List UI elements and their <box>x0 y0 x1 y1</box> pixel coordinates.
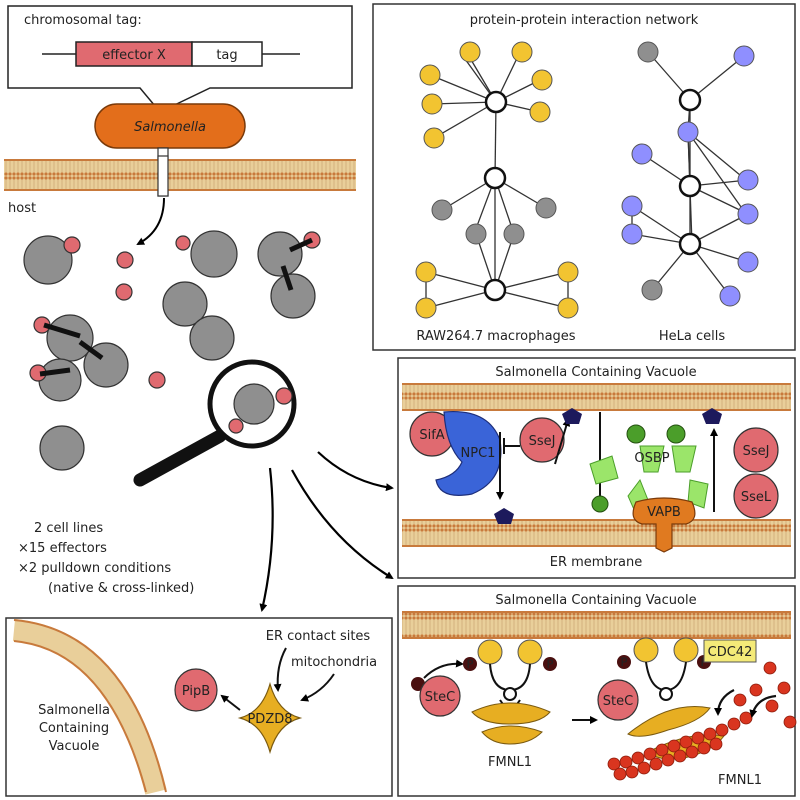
er-membrane-label: ER membrane <box>550 555 643 570</box>
svg-text:FMNL1: FMNL1 <box>718 773 762 788</box>
network-title: protein-protein interaction network <box>470 13 699 28</box>
svg-text:×15 effectors: ×15 effectors <box>18 541 107 556</box>
svg-text:P: P <box>621 655 628 669</box>
npc1-protein <box>435 410 502 496</box>
effector-label: effector X <box>102 48 166 63</box>
svg-text:VAPB: VAPB <box>647 505 681 520</box>
magnifier-icon <box>133 359 297 487</box>
secretion-arrow <box>136 197 165 245</box>
salmonella-bacterium <box>94 103 246 149</box>
arrow-to-stec <box>291 469 394 580</box>
network-panel: protein-protein interaction network <box>372 3 796 351</box>
arrow-to-pipb <box>259 467 274 612</box>
network-right-label: HeLa cells <box>659 329 725 344</box>
svg-text:SteC: SteC <box>603 694 633 709</box>
tag-title: chromosomal tag: <box>24 13 142 28</box>
scv-bottom-title: Salmonella Containing Vacuole <box>495 593 696 608</box>
svg-text:SseJ: SseJ <box>529 434 556 449</box>
arrow-to-ssej <box>317 451 394 492</box>
svg-text:PipB: PipB <box>182 684 210 699</box>
vapb-protein <box>632 497 696 553</box>
tag-label: tag <box>216 48 237 63</box>
osbp-label: OSBP <box>634 451 669 466</box>
svg-text:Vacuole: Vacuole <box>49 739 100 754</box>
svg-text:SifA: SifA <box>419 428 444 443</box>
scv-top-title: Salmonella Containing Vacuole <box>495 365 696 380</box>
er-contact-label: ER contact sites <box>266 629 371 644</box>
svg-text:P: P <box>547 657 554 671</box>
svg-text:PDZD8: PDZD8 <box>247 712 292 727</box>
tag-panel: chromosomal tag: effector X tag Salmonel… <box>4 5 356 245</box>
svg-text:(native & cross-linked): (native & cross-linked) <box>48 581 194 596</box>
svg-text:FMNL1: FMNL1 <box>488 755 532 770</box>
svg-text:Containing: Containing <box>39 721 109 736</box>
vacuole-membrane <box>12 619 167 795</box>
experiment-summary: 2 cell lines ×15 effectors ×2 pulldown c… <box>18 521 194 596</box>
svg-text:Salmonella: Salmonella <box>38 703 110 718</box>
pdzd8-protein <box>237 681 303 755</box>
cdc42-box <box>703 639 757 663</box>
pipb-panel: Salmonella Containing Vacuole ER contact… <box>5 617 393 797</box>
scv-er-panel: Salmonella Containing Vacuole ER membran… <box>397 357 796 579</box>
stec-panel: Salmonella Containing Vacuole P P SteC F… <box>397 585 797 797</box>
tag-box <box>191 41 263 67</box>
svg-text:×2 pulldown conditions: ×2 pulldown conditions <box>18 561 171 576</box>
host-membrane <box>4 160 356 190</box>
salmonella-label: Salmonella <box>134 120 206 135</box>
svg-text:2 cell lines: 2 cell lines <box>34 521 103 536</box>
host-label: host <box>8 201 36 216</box>
svg-text:SseL: SseL <box>741 490 772 505</box>
fmnl1-left-protein <box>471 702 551 745</box>
mito-label: mitochondria <box>291 655 377 670</box>
pulldown-complexes <box>23 230 321 471</box>
svg-text:SseJ: SseJ <box>743 444 770 459</box>
svg-text:NPC1: NPC1 <box>461 446 496 461</box>
network-left-label: RAW264.7 macrophages <box>416 329 575 344</box>
effector-box <box>75 41 193 67</box>
svg-text:CDC42: CDC42 <box>708 645 753 660</box>
svg-text:P: P <box>467 657 474 671</box>
svg-text:SteC: SteC <box>425 690 455 705</box>
